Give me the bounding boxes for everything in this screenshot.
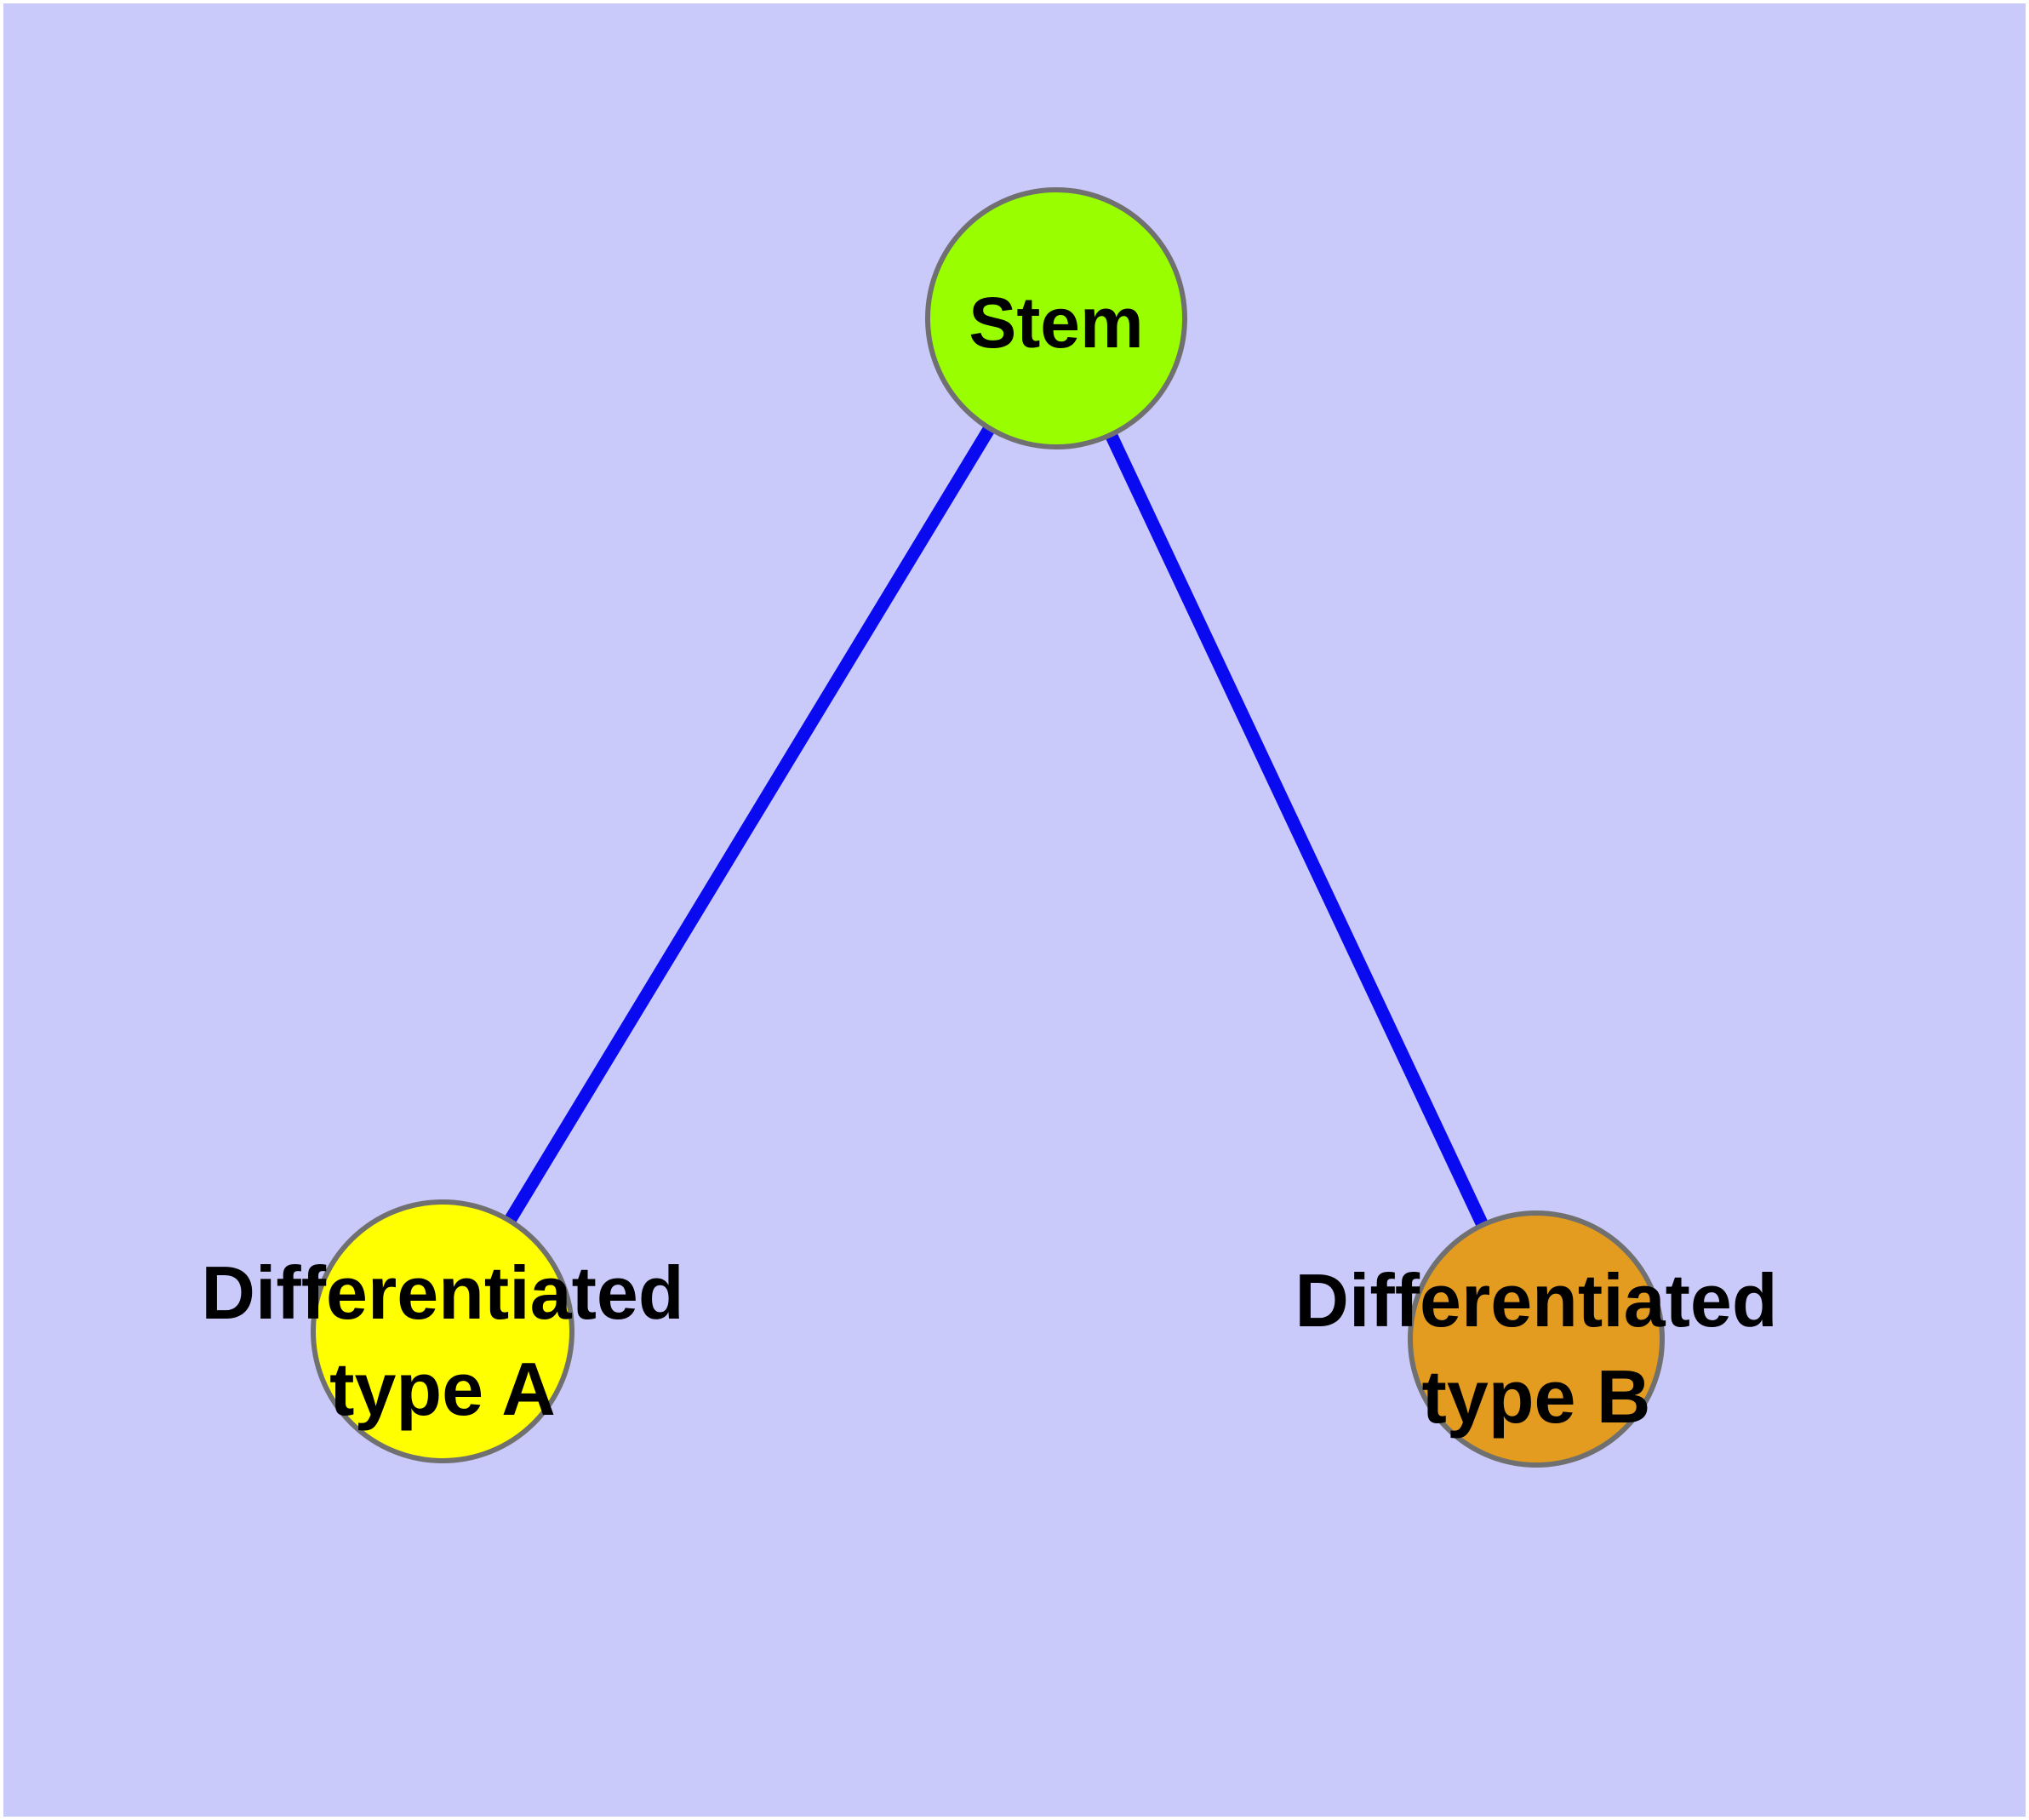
node-label-line: Differentiated bbox=[1295, 1258, 1777, 1342]
edge-stem-to-type-b bbox=[1050, 315, 1542, 1342]
node-label-line: Stem bbox=[969, 283, 1143, 363]
node-label-line: type A bbox=[329, 1347, 556, 1431]
node-label-stem: Stem bbox=[969, 283, 1143, 363]
node-circle-type-b bbox=[1408, 1210, 1665, 1468]
node-label-line: Differentiated bbox=[201, 1251, 683, 1335]
node-circle-type-a bbox=[311, 1199, 574, 1463]
edge-stem-to-type-a bbox=[437, 315, 1062, 1335]
nodes-layer bbox=[311, 187, 1665, 1468]
node-label-line: type B bbox=[1422, 1354, 1651, 1439]
edges-layer bbox=[437, 315, 1542, 1342]
node-circle-stem bbox=[925, 187, 1187, 449]
node-label-type-a: Differentiated type A bbox=[201, 1251, 683, 1431]
node-label-type-b: Differentiated type B bbox=[1295, 1258, 1777, 1439]
